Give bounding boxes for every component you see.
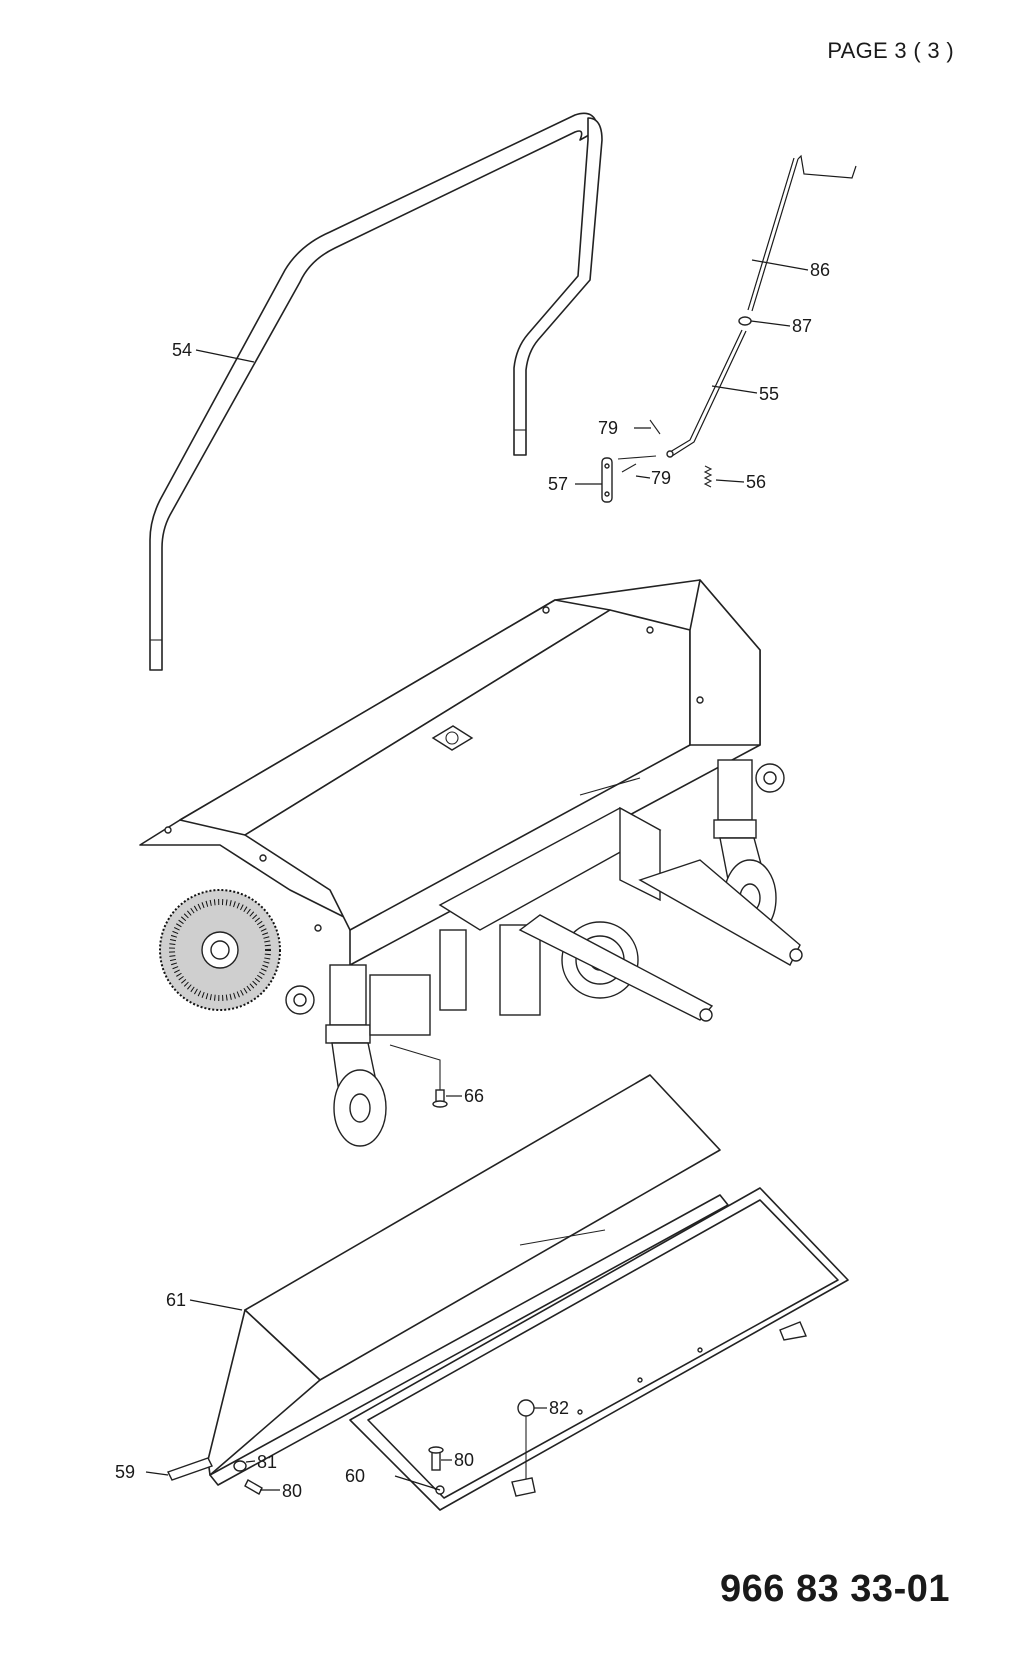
page-label: PAGE 3 ( 3 )	[827, 38, 954, 63]
pin-part-59	[167, 1457, 213, 1481]
drive-frame	[369, 806, 803, 1090]
sweeper-housing	[139, 579, 761, 966]
callout-80-right: 80	[454, 1450, 474, 1470]
knob-part-82	[511, 1399, 536, 1497]
callout-56: 56	[746, 472, 766, 492]
callout-79-lower: 79	[651, 468, 671, 488]
brush-roller	[159, 889, 281, 1011]
bracket-part-57	[601, 457, 613, 503]
bolt-part-80-left	[244, 1479, 263, 1495]
callout-59: 59	[115, 1462, 135, 1482]
callout-61: 61	[166, 1290, 186, 1310]
callout-81: 81	[257, 1452, 277, 1472]
screw-part-66	[432, 1089, 448, 1108]
frame-part-60	[349, 1187, 849, 1511]
callout-66: 66	[464, 1086, 484, 1106]
callout-80-left: 80	[282, 1481, 302, 1501]
bolt-part-80-right	[428, 1446, 444, 1471]
callout-87: 87	[792, 316, 812, 336]
callout-55: 55	[759, 384, 779, 404]
left-caster-wheel	[285, 964, 387, 1147]
callout-labels: 54 86 87 55 79 79 57 56 66 61 82 59 81 8…	[115, 260, 830, 1501]
callout-54: 54	[172, 340, 192, 360]
callout-57: 57	[548, 474, 568, 494]
document-number: 966 83 33-01	[720, 1568, 950, 1610]
rod-part-55	[666, 329, 747, 458]
callout-79-upper: 79	[598, 418, 618, 438]
callout-60: 60	[345, 1466, 365, 1486]
bolts-part-79	[617, 419, 661, 473]
callout-86: 86	[810, 260, 830, 280]
callout-82: 82	[549, 1398, 569, 1418]
leader-lines	[145, 259, 809, 1491]
rod-part-86	[747, 154, 857, 312]
collector-tray-part-61	[207, 1074, 729, 1486]
washer-part-81	[233, 1460, 247, 1472]
handle-bar-part-54	[149, 112, 603, 671]
washer-part-87	[738, 316, 752, 326]
spring-part-56	[703, 465, 713, 488]
